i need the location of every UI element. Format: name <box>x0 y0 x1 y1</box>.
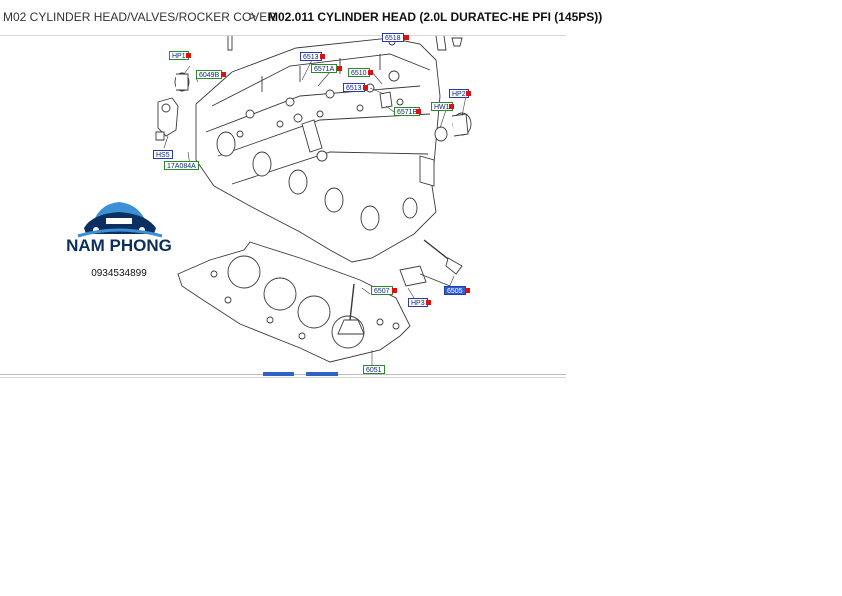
nam-phong-logo: NAM PHONG 0934534899 <box>62 196 176 282</box>
callout-hp3[interactable]: HP3 <box>408 298 428 307</box>
callout-marker <box>416 109 421 114</box>
callout-marker <box>404 35 409 40</box>
callout-marker <box>337 66 342 71</box>
callout-marker <box>465 288 470 293</box>
callout-6507[interactable]: 6507 <box>371 286 393 295</box>
callout-marker <box>320 54 325 59</box>
car-icon <box>77 202 163 238</box>
breadcrumb-parent-link[interactable]: M02 CYLINDER HEAD/VALVES/ROCKER COVER <box>3 10 276 24</box>
callout-marker <box>368 70 373 75</box>
callout-6049b[interactable]: 6049B <box>196 70 223 79</box>
breadcrumb: M02 CYLINDER HEAD/VALVES/ROCKER COVER > … <box>0 0 602 36</box>
callout-6513-b[interactable]: 6513 <box>343 83 365 92</box>
callout-marker <box>221 72 226 77</box>
chevron-right-icon: > <box>248 8 257 24</box>
header-divider <box>0 35 566 36</box>
callout-marker <box>426 300 431 305</box>
callout-6518[interactable]: 6518 <box>382 33 404 42</box>
breadcrumb-current: M02.011 CYLINDER HEAD (2.0L DURATEC-HE P… <box>268 10 603 24</box>
parts-diagram: HP1 6049B HS5 17A084A 6513 6571A 6518 65… <box>0 33 566 374</box>
callout-marker <box>392 288 397 293</box>
logo-phone: 0934534899 <box>91 268 147 279</box>
callout-6505-selected[interactable]: 6505 <box>444 286 466 295</box>
callout-6510[interactable]: 6510 <box>348 68 370 77</box>
diagram-bottom-border <box>0 377 566 378</box>
scroll-left-button[interactable] <box>263 372 294 376</box>
cylinder-head-illustration <box>155 35 472 366</box>
scroll-right-button[interactable] <box>306 372 338 376</box>
callout-6513-a[interactable]: 6513 <box>300 52 322 61</box>
callout-marker <box>449 104 454 109</box>
callout-hs5[interactable]: HS5 <box>153 150 173 159</box>
callout-6571a[interactable]: 6571A <box>311 64 338 73</box>
callout-marker <box>466 91 471 96</box>
callout-17a084a[interactable]: 17A084A <box>164 161 199 170</box>
callout-6051[interactable]: 6051 <box>363 365 385 374</box>
callout-marker <box>186 53 191 58</box>
callout-marker <box>363 85 368 90</box>
logo-wordmark: NAM PHONG <box>66 236 172 255</box>
